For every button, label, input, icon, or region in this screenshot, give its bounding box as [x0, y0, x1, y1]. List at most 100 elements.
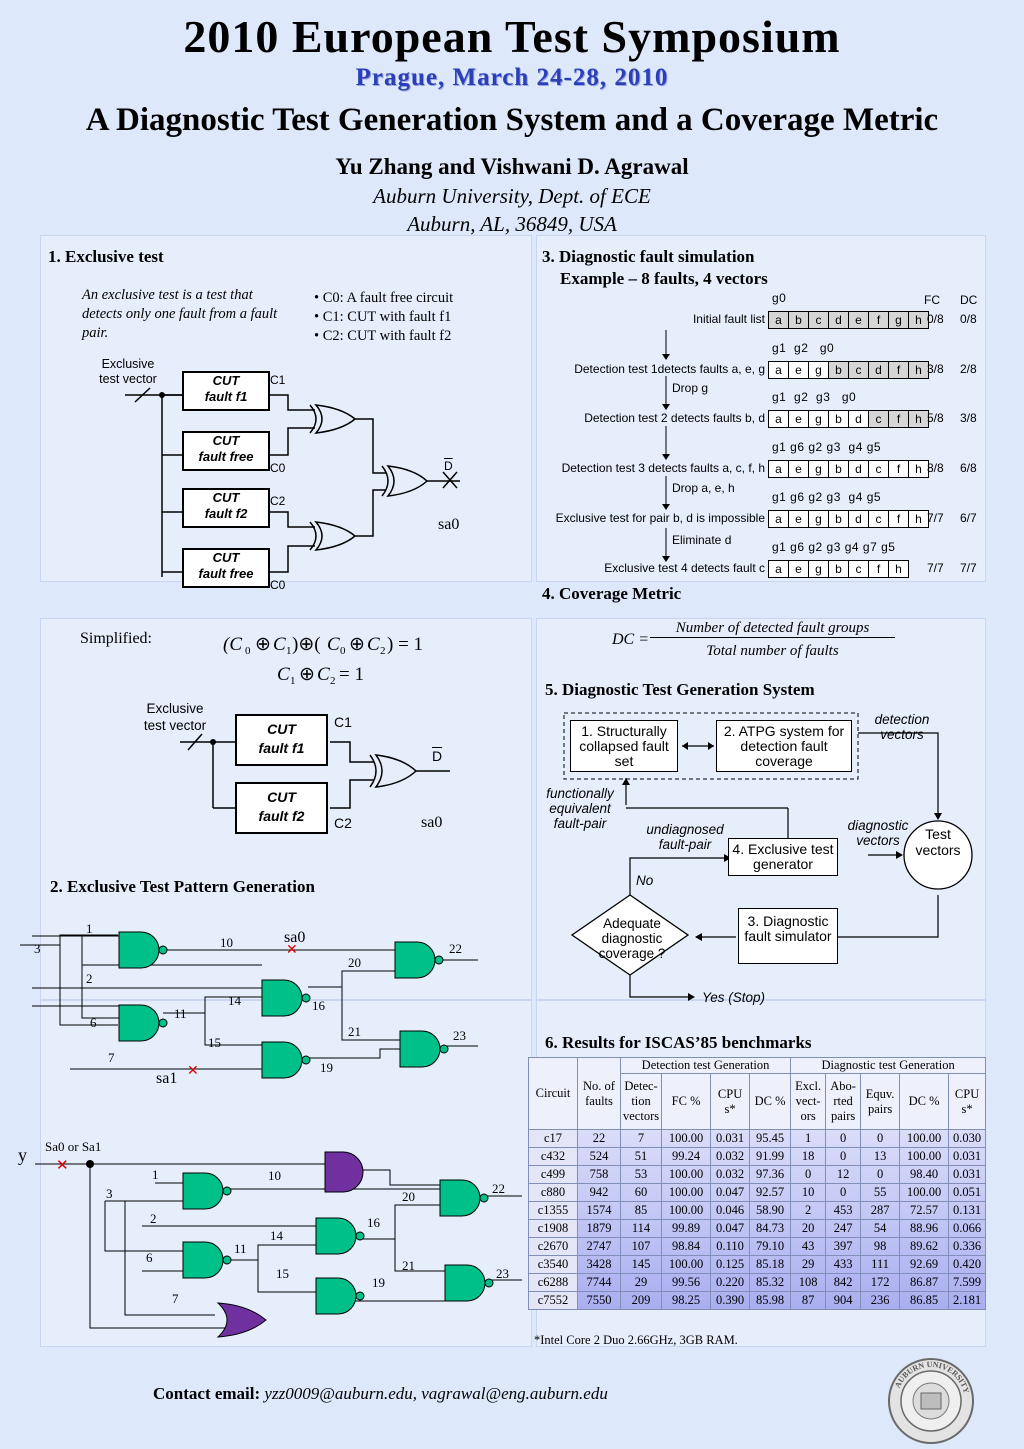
tag-c1-simplified: C1 — [334, 714, 352, 730]
net-14: 14 — [228, 993, 241, 1008]
table-cell: 0.031 — [948, 1147, 987, 1166]
dfs-group-labels: g1 g6 g2 g3 g4 g7 g5 — [772, 540, 896, 554]
simplified-diagram — [180, 733, 450, 809]
dfs-fault-cell: a — [769, 411, 789, 427]
svg-text:C: C — [277, 664, 290, 685]
th-faults: No. of faults — [577, 1057, 621, 1130]
svg-text:1: 1 — [286, 645, 292, 657]
table-cell: 98.25 — [661, 1291, 712, 1310]
net-10-lower: 10 — [268, 1168, 281, 1183]
table-cell: 100.00 — [661, 1201, 712, 1220]
label-yes-stop: Yes (Stop) — [702, 990, 766, 1005]
net-19: 19 — [320, 1060, 333, 1075]
dfs-fault-cell: h — [895, 562, 902, 576]
section-subtitle-dfs: Example – 8 faults, 4 vectors — [560, 269, 768, 288]
contact-label: Contact email: — [153, 1384, 261, 1403]
dfs-row-label: Detection test 3 detects faults a, c, f,… — [561, 461, 765, 475]
table-cell: 0.390 — [710, 1291, 751, 1310]
net-16: 16 — [312, 998, 325, 1013]
dfs-fault-cell: g — [809, 362, 829, 378]
svg-text:= 1: = 1 — [339, 664, 364, 685]
net-11-lower: 11 — [234, 1241, 247, 1256]
table-cell: 99.89 — [661, 1219, 712, 1238]
cut-box-2-line1: CUT — [212, 433, 240, 448]
svg-text:0: 0 — [245, 645, 251, 657]
dfs-row-label: Exclusive test for pair b, d is impossib… — [555, 511, 765, 525]
dc-numerator: Number of detected fault groups — [650, 620, 895, 638]
table-cell: 433 — [825, 1255, 862, 1274]
svg-text:✕: ✕ — [286, 941, 298, 957]
table-cell: 0 — [825, 1147, 862, 1166]
dfs-fault-cell: h — [909, 362, 928, 378]
table-cell: 287 — [860, 1201, 901, 1220]
table-cell: 0.125 — [710, 1255, 751, 1274]
table-cell: 98.84 — [661, 1237, 712, 1256]
th-equiv-pairs: Equv. pairs — [860, 1073, 901, 1130]
table-cell: 2.181 — [948, 1291, 987, 1310]
net-22-lower: 22 — [492, 1181, 505, 1196]
dfs-fc-value: 5/8 — [927, 411, 944, 425]
table-cell: 29 — [619, 1273, 663, 1292]
table-cell: 100.00 — [899, 1129, 950, 1148]
dfs-fault-cell: a — [769, 561, 789, 577]
table-cell: 85 — [619, 1201, 663, 1220]
table-cell: 0.051 — [948, 1183, 987, 1202]
net-23-lower: 23 — [496, 1266, 509, 1281]
table-cell: 85.32 — [749, 1273, 792, 1292]
table-cell: 0.032 — [710, 1165, 751, 1184]
table-cell: 18 — [790, 1147, 827, 1166]
net-6-lower: 6 — [146, 1250, 153, 1265]
dfs-fault-cell: b — [829, 411, 849, 427]
net-23: 23 — [453, 1028, 466, 1043]
table-cell: 0.046 — [710, 1201, 751, 1220]
dfs-fault-cell: e — [789, 511, 809, 527]
svg-text:) = 1: ) = 1 — [387, 634, 423, 655]
dc-denominator: Total number of faults — [706, 643, 839, 659]
dfs-fault-cell: f — [889, 411, 909, 427]
test-vectors-node: Test vectors — [915, 826, 961, 858]
dfs-fault-cell: e — [789, 561, 809, 577]
dfs-fault-cell: f — [889, 461, 909, 477]
table-cell: 2747 — [577, 1237, 621, 1256]
table-cell: 10 — [790, 1183, 827, 1202]
svg-text:C: C — [367, 634, 380, 655]
table-cell: 1 — [790, 1129, 827, 1148]
legend-c1: • C1: CUT with fault f1 — [314, 309, 452, 325]
dfs-fault-cell: f — [889, 511, 909, 527]
svg-text:C: C — [327, 634, 340, 655]
th-group-diagnostic: Diagnostic test Generation — [790, 1057, 987, 1074]
exclusive-vector-label-2: Exclusive test vector — [138, 700, 212, 734]
table-cell: 0 — [860, 1165, 901, 1184]
dfs-fault-cell: h — [909, 411, 928, 427]
table-cell: 0 — [790, 1165, 827, 1184]
net-20: 20 — [348, 955, 361, 970]
dfs-dc-value: 2/8 — [960, 362, 977, 376]
dfs-fault-cell: c — [849, 362, 869, 378]
th-excl-vectors: Excl. vect-ors — [790, 1073, 827, 1130]
affiliation-dept: Auburn University, Dept. of ECE — [373, 184, 651, 208]
table-cell: 172 — [860, 1273, 901, 1292]
dfs-fault-cell: h — [915, 512, 922, 526]
table-cell: 7744 — [577, 1273, 621, 1292]
authors: Yu Zhang and Vishwani D. Agrawal — [335, 154, 689, 179]
svg-text:⊕: ⊕ — [349, 634, 365, 655]
cut-box-simplified-f1-line2: fault f1 — [258, 740, 305, 756]
tag-c0: C0 — [270, 461, 286, 475]
input-y-label: y — [18, 1145, 27, 1165]
table-cell: 100.00 — [661, 1255, 712, 1274]
contact-emails: yzz0009@auburn.edu, vagrawal@eng.auburn.… — [264, 1384, 608, 1403]
exclusive-vector-label-2-line2: test vector — [143, 718, 207, 733]
sa0-or-sa1-label: Sa0 or Sa1 — [45, 1139, 102, 1154]
dfs-dc-value: 6/8 — [960, 461, 977, 475]
table-cell: 53 — [619, 1165, 663, 1184]
dfs-fault-cell: h — [909, 312, 928, 328]
table-cell: 72.57 — [899, 1201, 950, 1220]
dfs-fault-cell: d — [849, 511, 869, 527]
dfs-dc-value: 6/7 — [960, 511, 977, 525]
sa0-label-simplified: sa0 — [421, 814, 443, 831]
